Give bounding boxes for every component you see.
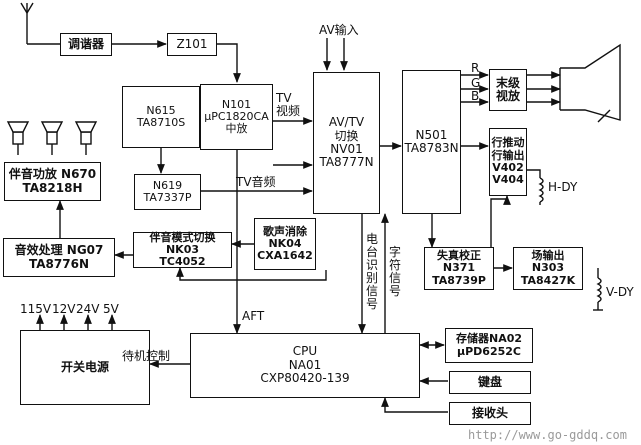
memory-line-2: μPD6252C	[457, 344, 521, 358]
cpu-line-1: CPU	[292, 344, 318, 359]
n619-line-2: TA7337P	[143, 191, 192, 204]
char-signal-label: 字符信号	[388, 245, 401, 298]
ng07-line-2: TA8776N	[29, 256, 89, 271]
z101-block: Z101	[167, 33, 217, 56]
tuner-line-1: 调谐器	[67, 36, 104, 51]
h-dy-label: H-DY	[548, 180, 578, 194]
nk03-line-2: NK03	[165, 242, 200, 256]
nk04-line-3: CXA1642	[257, 249, 313, 263]
speaker-icon-3	[74, 121, 98, 145]
h-drive-line-3: V402	[492, 161, 524, 174]
n303-line-1: 场输出	[531, 249, 565, 263]
h-drive-line-1: 行推动	[491, 136, 525, 150]
n615-line-1: N615	[146, 103, 176, 117]
n501-line-1: N501	[415, 127, 448, 142]
n371-line-1: 失真校正	[437, 249, 481, 263]
aft-label: AFT	[242, 309, 265, 323]
n501-line-2: TA8783N	[404, 141, 459, 155]
antenna-icon	[20, 2, 60, 45]
n670-line-1: 伴音功放 N670	[8, 167, 97, 182]
crt-tube-icon	[559, 43, 621, 123]
receiver-block: 接收头	[449, 402, 531, 425]
nv01-line-2: 切换	[334, 128, 359, 143]
n101-line-1: N101	[221, 97, 252, 111]
ng07-line-1: 音效处理 NG07	[14, 243, 104, 258]
keyboard-block: 键盘	[449, 371, 531, 394]
h-drive-line-2: 行输出	[491, 148, 525, 162]
speaker-icon-1	[6, 121, 30, 145]
v115-label: 115V	[20, 302, 52, 316]
nv01-line-3: NV01	[330, 142, 363, 156]
final-video-amp-block: 末级视放	[489, 69, 527, 111]
nk04-line-1: 歌声消除	[263, 224, 307, 238]
n303-line-3: TA8427K	[520, 273, 576, 287]
av-input-label: AV输入	[319, 23, 359, 37]
final-video-line-1: 末级	[495, 75, 520, 90]
n303-line-2: N303	[531, 261, 565, 275]
memory-line-1: 存储器NA02	[455, 332, 523, 346]
n371-line-3: TA8739P	[432, 273, 486, 287]
speaker-icons	[6, 121, 98, 145]
nk03-line-3: TC4052	[159, 255, 206, 269]
psu-line-1: 开关电源	[60, 359, 109, 374]
psu-block: 开关电源	[20, 330, 150, 405]
v24-label: 24V	[76, 302, 100, 316]
tv-audio-label: TV音频	[236, 175, 276, 189]
n615-line-2: TA8710S	[136, 116, 186, 129]
r-label: R	[471, 61, 480, 75]
v5-label: 5V	[103, 302, 119, 316]
tv-video-label: TV 视频	[276, 91, 301, 118]
v12-label: 12V	[52, 302, 76, 316]
v-dy-label: V-DY	[606, 285, 634, 299]
station-id-signal-label: 电台识别信号	[365, 232, 378, 311]
nk03-line-1: 伴音模式切换	[149, 230, 216, 244]
cpu-line-2: NA01	[288, 357, 322, 372]
tuner-block: 调谐器	[60, 33, 112, 56]
speaker-icon-2	[40, 121, 64, 145]
g-label: G	[471, 76, 481, 90]
cpu-line-3: CXP80420-139	[260, 371, 350, 386]
standby-control-label: 待机控制	[122, 349, 171, 363]
nv01-line-1: AV/TV	[328, 115, 365, 130]
b-label: B	[471, 89, 480, 103]
n371-line-2: N371	[442, 261, 476, 275]
watermark: http://www.go-gddq.com	[468, 428, 627, 442]
n101-line-2: μPC1820CA	[204, 109, 269, 123]
z101-line-1: Z101	[176, 36, 208, 51]
h-drive-line-4: V404	[492, 173, 524, 187]
n619-line-1: N619	[152, 178, 183, 192]
n670-line-2: TA8218H	[22, 180, 83, 195]
nv01-line-4: TA8777N	[319, 155, 374, 170]
receiver-line-1: 接收头	[471, 405, 508, 420]
nk04-line-2: NK04	[268, 236, 302, 250]
keyboard-line-1: 键盘	[477, 374, 502, 389]
n101-line-3: 中放	[225, 122, 248, 136]
final-video-line-2: 视放	[495, 89, 520, 103]
